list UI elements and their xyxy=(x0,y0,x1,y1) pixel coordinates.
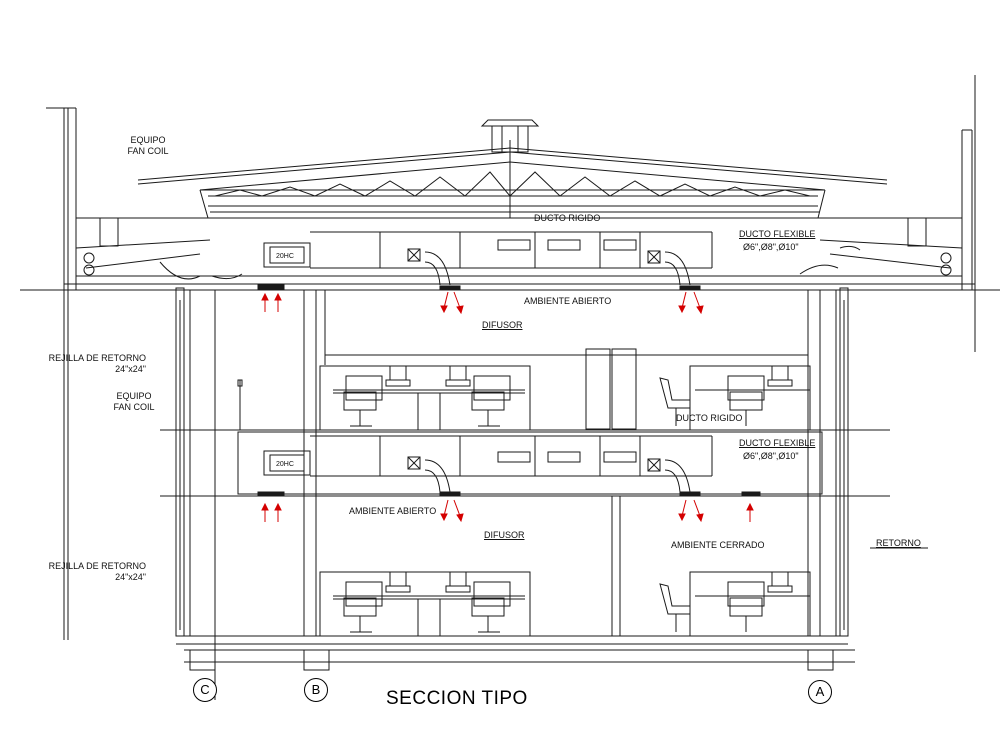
difusor-top-label: DIFUSOR xyxy=(482,320,523,330)
label-line: REJILLA DE RETORNO xyxy=(48,561,146,571)
grid-axis-a: A xyxy=(808,680,832,704)
diffusers xyxy=(257,284,761,497)
airflow-arrows xyxy=(261,291,754,523)
left-parapet xyxy=(46,107,77,640)
ducto-flexible-top-label: DUCTO FLEXIBLE xyxy=(739,229,816,239)
grid-axis-c: C xyxy=(193,678,217,702)
equipo-fan-coil-mid-label: EQUIPO FAN COIL xyxy=(104,391,164,413)
ambiente-abierto-top-label: AMBIENTE ABIERTO xyxy=(524,296,612,306)
grid-axis-b: B xyxy=(304,678,328,702)
return-arcs xyxy=(159,245,861,280)
furniture-upper xyxy=(333,365,810,430)
label-line: FAN COIL xyxy=(127,146,169,156)
retorno-label: RETORNO xyxy=(876,538,921,548)
roof-slab xyxy=(20,211,1000,291)
roof-truss xyxy=(137,119,888,219)
fan-coil-unit-top-tag: 20HC xyxy=(276,253,294,260)
rejilla-retorno-lower-label: REJILLA DE RETORNO 24"x24" xyxy=(20,561,146,583)
label-line: 24"x24" xyxy=(115,572,146,582)
ambiente-cerrado-label: AMBIENTE CERRADO xyxy=(671,540,765,550)
rejilla-retorno-upper-label: REJILLA DE RETORNO 24"x24" xyxy=(20,353,146,375)
ducto-flexible-top-sizes: Ø6",Ø8",Ø10" xyxy=(743,242,799,252)
right-parapet xyxy=(961,75,976,352)
label-line: REJILLA DE RETORNO xyxy=(48,353,146,363)
partitions xyxy=(319,348,811,637)
side-ribs xyxy=(179,300,928,630)
upper-duct xyxy=(263,231,713,286)
difusor-lower-label: DIFUSOR xyxy=(484,530,525,540)
fan-coil-unit-mid-tag: 20HC xyxy=(276,461,294,468)
ducto-flexible-mid-sizes: Ø6",Ø8",Ø10" xyxy=(743,451,799,461)
ducto-flexible-mid-label: DUCTO FLEXIBLE xyxy=(739,438,816,448)
furniture-lower xyxy=(333,571,810,636)
label-line: 24"x24" xyxy=(115,364,146,374)
label-line: EQUIPO xyxy=(130,135,166,145)
equipo-fan-coil-top-label: EQUIPO FAN COIL xyxy=(118,135,178,157)
ducto-rigido-mid-label: DUCTO RIGIDO xyxy=(676,413,743,423)
label-line: EQUIPO xyxy=(116,391,152,401)
drawing-title: SECCION TIPO xyxy=(386,688,528,709)
ambiente-abierto-lower-label: AMBIENTE ABIERTO xyxy=(349,506,437,516)
ducto-rigido-top-label: DUCTO RIGIDO xyxy=(534,213,601,223)
label-line: FAN COIL xyxy=(113,402,155,412)
